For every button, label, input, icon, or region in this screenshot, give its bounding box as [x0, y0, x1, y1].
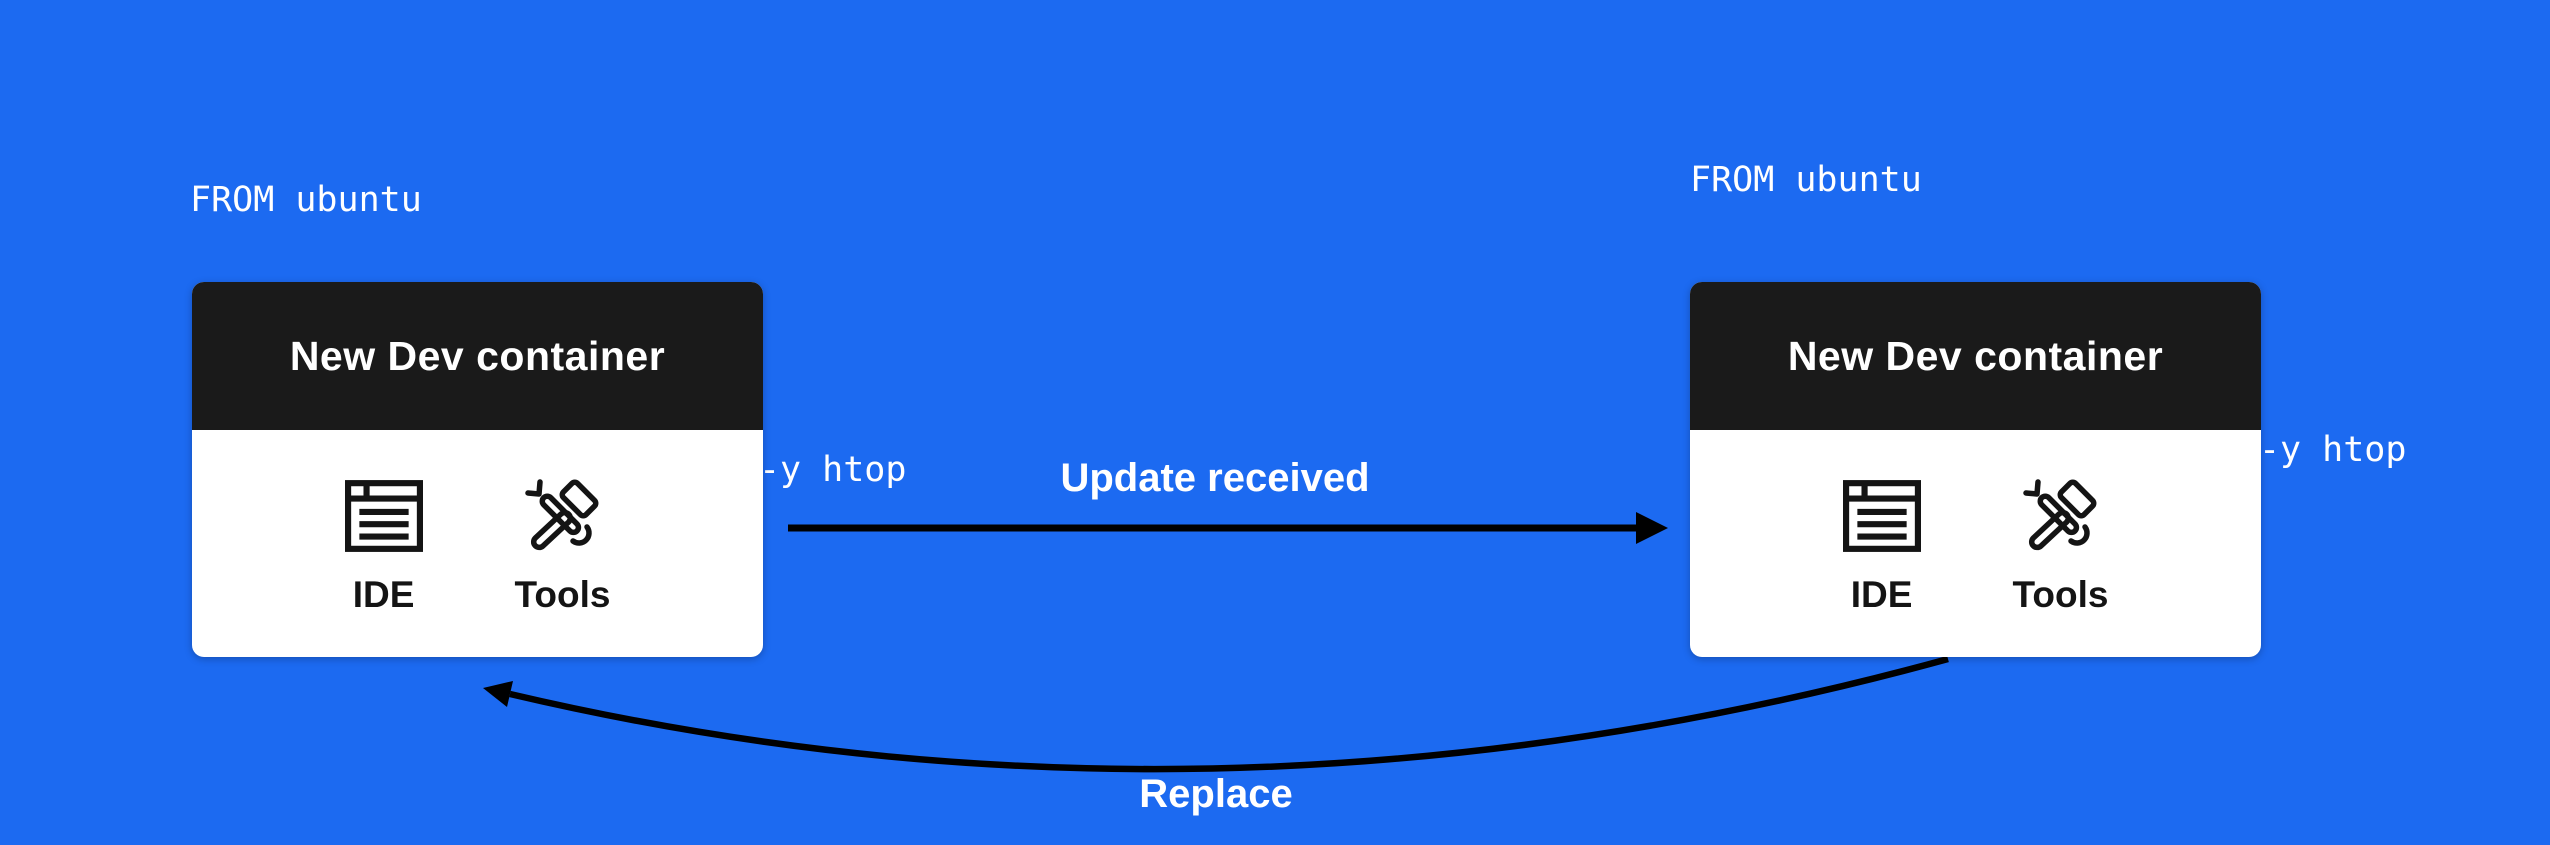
ide-window-icon — [1842, 476, 1921, 556]
card-body: IDE Tools — [1690, 430, 2261, 657]
code-line: FROM ubuntu — [1690, 160, 1922, 200]
tool-ide: IDE — [344, 476, 423, 616]
tool-label: IDE — [1850, 573, 1913, 615]
dev-container-card-left: New Dev container IDE — [192, 282, 763, 657]
card-body: IDE Tools — [192, 430, 763, 657]
ide-window-icon — [344, 476, 423, 556]
dev-container-card-right: New Dev container IDE — [1690, 282, 2261, 657]
tool-ide: IDE — [1842, 476, 1921, 616]
update-arrow — [788, 512, 1668, 544]
hammer-wrench-icon — [2020, 476, 2100, 556]
tool-label: Tools — [2012, 573, 2109, 615]
replace-arrow-label: Replace — [1139, 772, 1293, 816]
code-line: FROM ubuntu — [190, 180, 422, 220]
tool-tools: Tools — [2012, 476, 2109, 616]
update-arrow-label: Update received — [1060, 456, 1370, 500]
card-title: New Dev container — [1690, 282, 2261, 430]
card-title: New Dev container — [192, 282, 763, 430]
tool-label: Tools — [514, 573, 611, 615]
tool-label: IDE — [352, 573, 415, 615]
hammer-wrench-icon — [522, 476, 602, 556]
tool-tools: Tools — [514, 476, 611, 616]
